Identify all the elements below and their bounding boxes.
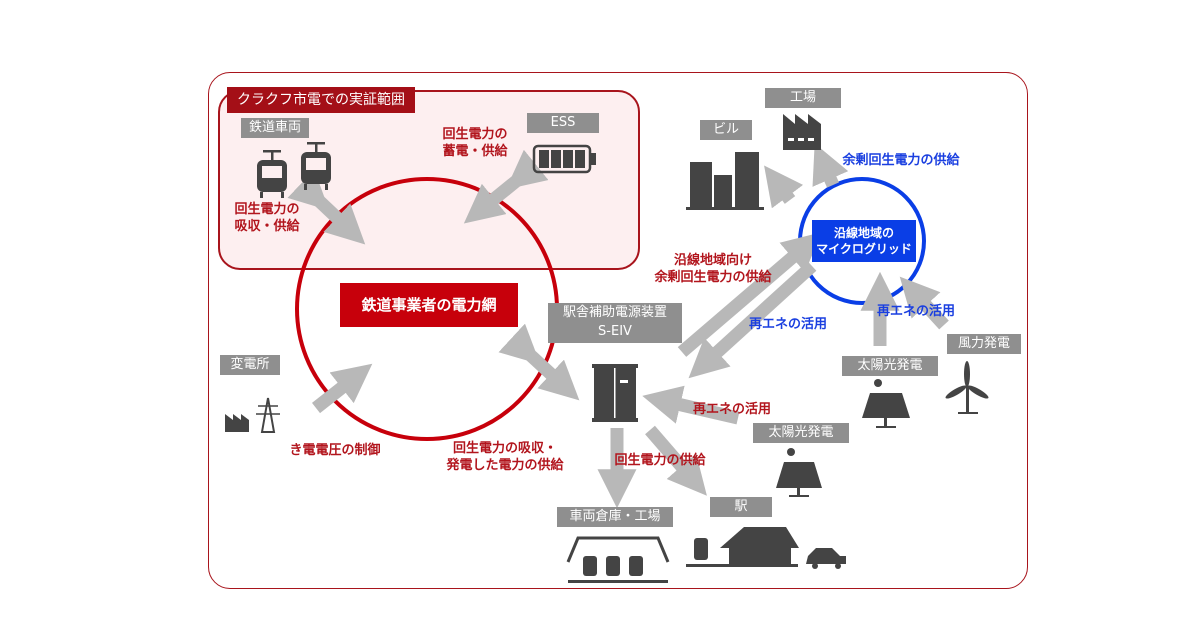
arrow-microgrid-building: [764, 165, 804, 209]
seiv-label: 駅舎補助電源装置 S-EIV: [548, 303, 682, 343]
seiv-flow-label: 回生電力の吸収・ 発電した電力の供給: [430, 440, 580, 474]
substation-label: 変電所: [220, 355, 280, 375]
railcar-flow-line1: 回生電力の: [234, 202, 300, 217]
tram-icon: [301, 142, 331, 190]
solar-panel-icon: [776, 448, 822, 497]
microgrid-line1: 沿線地域の: [833, 226, 894, 240]
arrow-seiv-microgrid: [677, 232, 822, 357]
wind-label: 風力発電: [947, 334, 1021, 354]
ess-flow-line2: 蓄電・供給: [442, 144, 508, 159]
arrow-railcar-grid: [287, 169, 366, 245]
seiv-label-line1: 駅舎補助電源装置: [562, 305, 667, 320]
ess-flow-label: 回生電力の 蓄電・供給: [425, 126, 525, 160]
renewable-seiv-label: 再エネの活用: [692, 402, 771, 417]
station-label: 駅: [710, 497, 772, 517]
diagram-frame: [208, 72, 1028, 589]
factory-icon: [783, 114, 821, 150]
arrow-microgrid-factory: [812, 143, 849, 188]
arrow-substation-grid: [311, 363, 373, 414]
microgrid-supply-line1: 沿線地域向け: [673, 253, 752, 268]
arrow-grid-seiv: [498, 323, 580, 401]
renewable-mg-right-label: 再エネの活用: [876, 304, 955, 319]
wind-turbine-icon: [945, 361, 989, 414]
arrow-seiv-station: [645, 425, 707, 496]
arrow-wind-microgrid: [899, 276, 949, 330]
krakow-scope-tag: クラクフ市電での実証範囲: [227, 87, 415, 113]
regen-supply-label: 回生電力の供給: [614, 453, 706, 468]
railcar-flow-line2: 吸収・供給: [234, 219, 300, 234]
seiv-label-line2: S-EIV: [598, 324, 632, 339]
substation-icon: [225, 397, 280, 433]
railcar-flow-label: 回生電力の 吸収・供給: [222, 201, 312, 235]
building-icon: [686, 152, 764, 210]
tram-icon: [257, 150, 287, 198]
solar-label-seiv: 太陽光発電: [753, 423, 849, 443]
rail-grid-box: 鉄道事業者の電力網: [340, 283, 518, 327]
depot-label: 車両倉庫・工場: [557, 507, 673, 527]
railcar-label: 鉄道車両: [241, 118, 309, 138]
building-label: ビル: [700, 120, 752, 140]
substation-flow-label: き電電圧の制御: [289, 443, 381, 458]
arrow-microgrid-seiv: [688, 261, 817, 379]
factory-label: 工場: [765, 88, 841, 108]
seiv-cabinet-icon: [592, 364, 638, 422]
microgrid-line2: マイクログリッド: [816, 242, 912, 256]
depot-icon: [566, 536, 670, 583]
battery-icon: [532, 144, 596, 174]
ess-label: ESS: [527, 113, 599, 133]
microgrid-box: 沿線地域の マイクログリッド: [812, 220, 916, 262]
station-icon: [686, 527, 846, 569]
renewable-mg-left-label: 再エネの活用: [748, 317, 827, 332]
arrow-ess-grid: [463, 149, 549, 224]
microgrid-supply-line2: 余剰回生電力の供給: [654, 270, 772, 285]
arrow-solar-seiv: [642, 385, 740, 425]
solar-label-microgrid: 太陽光発電: [842, 356, 938, 376]
microgrid-supply-label: 沿線地域向け 余剰回生電力の供給: [638, 252, 788, 286]
seiv-flow-line2: 発電した電力の供給: [446, 458, 564, 473]
ess-flow-line1: 回生電力の: [442, 127, 508, 142]
seiv-flow-line1: 回生電力の吸収・: [452, 441, 557, 456]
surplus-supply-label: 余剰回生電力の供給: [842, 153, 960, 168]
solar-panel-icon: [862, 379, 910, 428]
